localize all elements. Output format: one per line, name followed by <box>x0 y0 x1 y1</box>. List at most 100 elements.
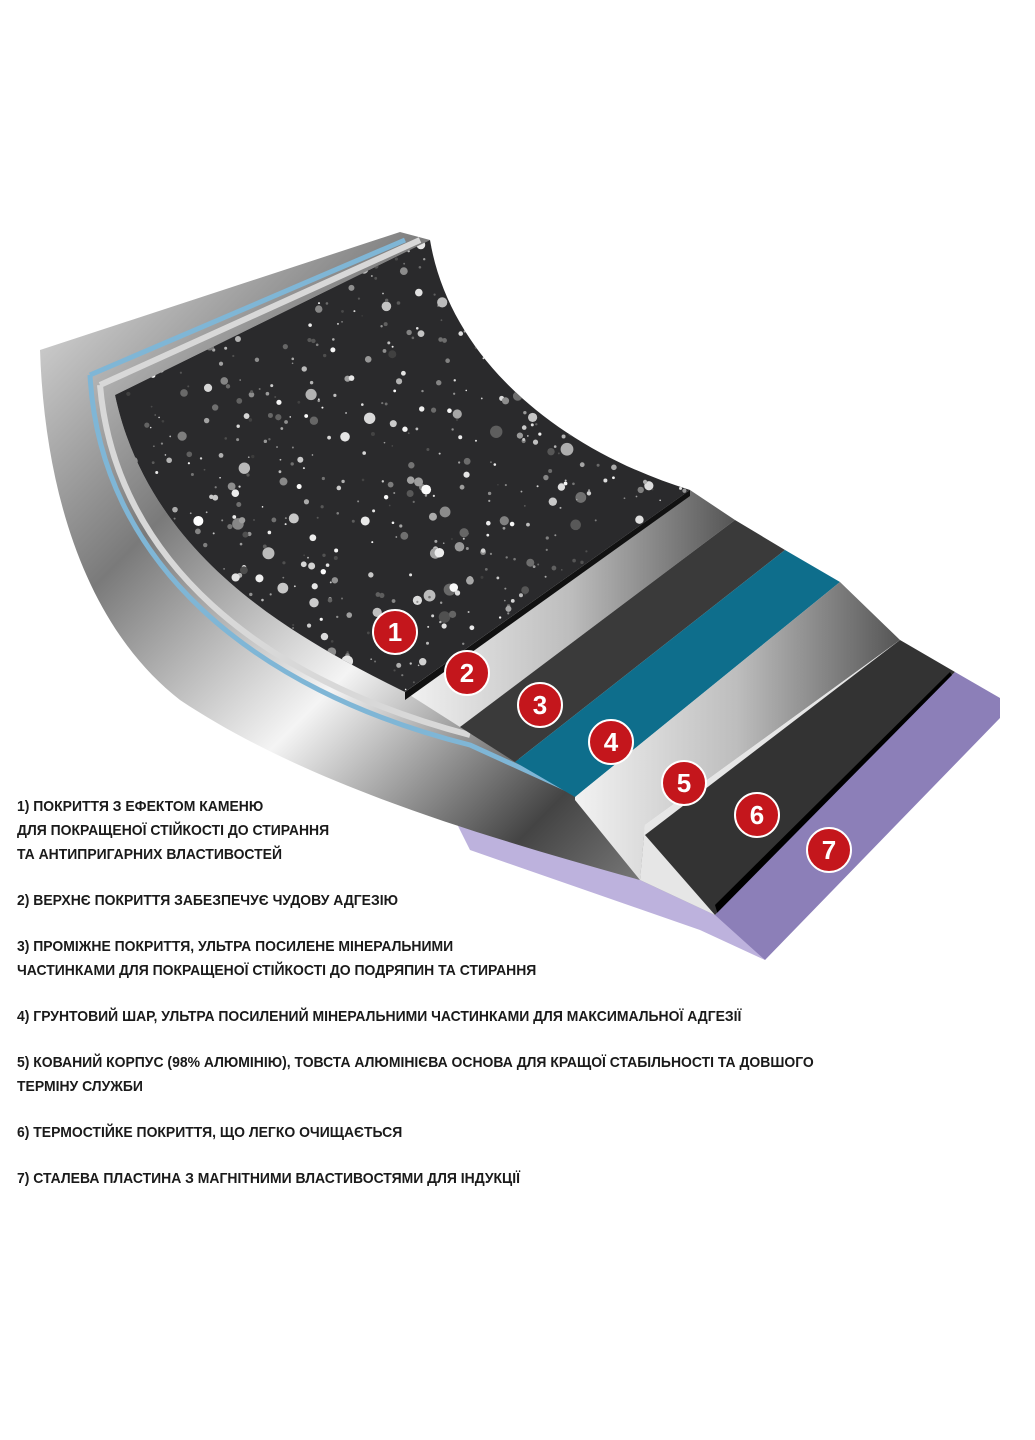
stone-speckle <box>560 569 563 571</box>
stone-speckle <box>504 599 506 602</box>
badge-circle <box>806 827 852 873</box>
stone-speckle <box>238 517 246 524</box>
stone-speckle <box>677 433 688 445</box>
stone-speckle <box>553 328 559 334</box>
stone-speckle <box>172 297 180 305</box>
stone-speckle <box>307 556 309 559</box>
stone-speckle <box>419 406 425 412</box>
stone-speckle <box>559 506 562 509</box>
stone-speckle <box>403 262 406 265</box>
stone-speckle <box>489 552 493 555</box>
stone-speckle <box>382 349 387 353</box>
stone-speckle <box>445 358 450 363</box>
stone-speckle <box>612 476 615 480</box>
stone-speckle <box>291 446 294 449</box>
stone-speckle <box>262 544 267 549</box>
stone-speckle <box>187 385 190 388</box>
stone-speckle <box>478 262 482 266</box>
stone-speckle <box>231 573 240 582</box>
stone-speckle <box>423 257 426 261</box>
stone-speckle <box>393 491 396 494</box>
stone-speckle <box>575 492 587 503</box>
stone-speckle <box>504 483 507 487</box>
stone-speckle <box>674 279 681 287</box>
layer-badge-2: 2 <box>444 650 490 696</box>
stone-speckle <box>269 593 272 596</box>
stone-speckle <box>486 533 490 537</box>
pan-body-inner <box>97 237 471 738</box>
stone-speckle <box>341 321 343 323</box>
stone-speckle <box>437 297 448 308</box>
stone-speckle <box>685 314 690 320</box>
stone-speckle <box>334 548 339 553</box>
stone-speckle <box>478 247 482 251</box>
stone-speckle <box>320 568 326 575</box>
stone-speckle <box>545 536 549 540</box>
stone-speckle <box>462 537 465 540</box>
stone-speckle <box>606 309 611 314</box>
stone-speckle <box>506 313 512 319</box>
stone-speckle <box>567 306 571 310</box>
stone-speckle <box>501 362 505 366</box>
stone-speckle <box>409 573 413 577</box>
stone-speckle <box>346 612 353 618</box>
stone-speckle <box>547 447 555 456</box>
stone-speckle <box>466 576 474 585</box>
badge-number: 6 <box>750 800 764 830</box>
stone-speckle <box>267 232 273 238</box>
stone-speckle <box>451 428 454 431</box>
stone-speckle <box>111 691 113 693</box>
stone-speckle <box>498 616 502 619</box>
stone-speckle <box>144 265 148 269</box>
stone-speckle <box>395 536 398 538</box>
stone-speckle <box>563 481 568 486</box>
stone-speckle <box>421 484 432 495</box>
legend-item-5: 5) КОВАНИЙ КОРПУС (98% АЛЮМІНІЮ), ТОВСТА… <box>17 1054 814 1095</box>
stone-speckle <box>357 297 361 300</box>
stone-speckle <box>544 575 547 578</box>
stone-speckle <box>459 528 469 538</box>
stone-speckle <box>563 301 568 305</box>
stone-speckle <box>612 450 617 455</box>
layer-badge-7: 7 <box>806 827 852 873</box>
stone-speckle <box>351 519 355 523</box>
stone-speckle <box>542 326 546 330</box>
stone-speckle <box>490 425 503 438</box>
stone-speckle <box>627 388 631 391</box>
stone-speckle <box>311 454 314 456</box>
stone-speckle <box>288 234 293 239</box>
stone-speckle <box>138 688 141 691</box>
stone-speckle <box>520 490 523 493</box>
stone-speckle <box>595 378 600 384</box>
stone-speckle <box>291 357 295 361</box>
stone-speckle <box>545 548 548 552</box>
stone-speckle <box>664 275 667 278</box>
layer-badge-3: 3 <box>517 682 563 728</box>
stone-speckle <box>518 593 523 598</box>
stone-speckle <box>260 247 271 257</box>
stone-speckle <box>501 397 510 405</box>
stone-speckle <box>250 390 254 394</box>
stone-speckle <box>327 597 333 603</box>
stone-speckle <box>510 598 515 603</box>
stone-speckle <box>297 400 301 404</box>
stone-speckle <box>665 370 674 379</box>
stone-speckle <box>406 329 412 336</box>
stone-speckle <box>279 477 288 486</box>
stone-speckle <box>442 338 447 343</box>
stone-speckle <box>381 301 392 312</box>
stone-speckle <box>617 459 619 462</box>
stone-speckle <box>274 395 277 398</box>
stone-speckle <box>657 467 665 475</box>
stone-speckle <box>321 406 324 409</box>
stone-speckle <box>116 246 121 252</box>
stone-speckle <box>360 516 370 526</box>
stone-speckle <box>622 429 625 432</box>
stone-speckle <box>557 379 567 388</box>
badge-number: 3 <box>533 690 547 720</box>
badge-circle <box>517 682 563 728</box>
badge-circle <box>588 719 634 765</box>
stone-speckle <box>268 438 271 441</box>
layer-legend: 1) ПОКРИТТЯ З ЕФЕКТОМ КАМЕНЮ ДЛЯ ПОКРАЩЕ… <box>17 795 814 1213</box>
stone-speckle <box>387 481 394 488</box>
